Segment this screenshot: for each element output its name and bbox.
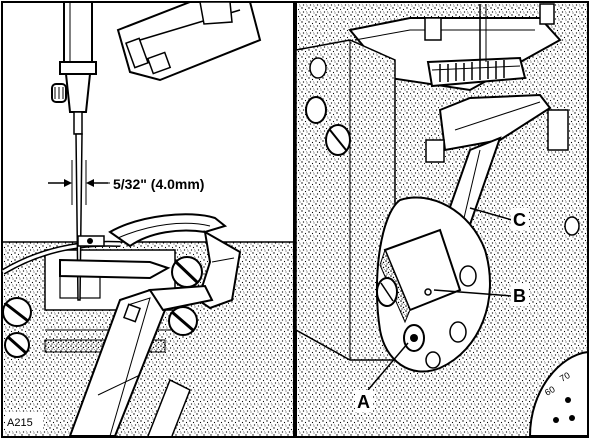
dimension-label: 5/32" (4.0mm) bbox=[113, 176, 204, 192]
callout-b: B bbox=[513, 286, 526, 306]
needle-bar bbox=[51, 1, 97, 301]
dial-mark-60: 60 bbox=[543, 384, 557, 398]
screwdriver bbox=[68, 284, 214, 437]
screw-icon bbox=[325, 124, 351, 156]
shank-bracket bbox=[196, 230, 242, 310]
screw-icon bbox=[309, 57, 327, 79]
feed-dog-assembly bbox=[348, 3, 562, 92]
screw-icon bbox=[168, 306, 198, 336]
screw-icon bbox=[2, 297, 32, 327]
callout-c: C bbox=[513, 210, 526, 230]
screw-icon bbox=[305, 96, 327, 124]
left-panel: 5/32" (4.0mm) A215 bbox=[1, 1, 295, 438]
screw-icon bbox=[425, 351, 441, 369]
dial-mark-70: 70 bbox=[558, 370, 572, 384]
machine-frame bbox=[295, 39, 396, 361]
screw-icon bbox=[171, 256, 203, 288]
dimension-marker bbox=[48, 160, 110, 205]
screw-icon bbox=[564, 216, 580, 236]
screw-icon bbox=[449, 321, 467, 343]
figure-code: A215 bbox=[7, 417, 33, 429]
machine-head-part bbox=[116, 1, 262, 82]
callout-leaders bbox=[367, 207, 513, 391]
screw-icon bbox=[376, 277, 398, 307]
screw-icon bbox=[403, 324, 425, 352]
stitch-length-dial: 70 60 bbox=[528, 350, 589, 437]
screw-icon bbox=[4, 332, 30, 358]
presser-foot bbox=[59, 213, 228, 280]
right-panel: 70 60 C B A bbox=[295, 1, 589, 438]
needle-clamp-screw-icon bbox=[51, 83, 67, 103]
callout-a: A bbox=[357, 392, 370, 412]
screw-icon bbox=[459, 265, 477, 287]
